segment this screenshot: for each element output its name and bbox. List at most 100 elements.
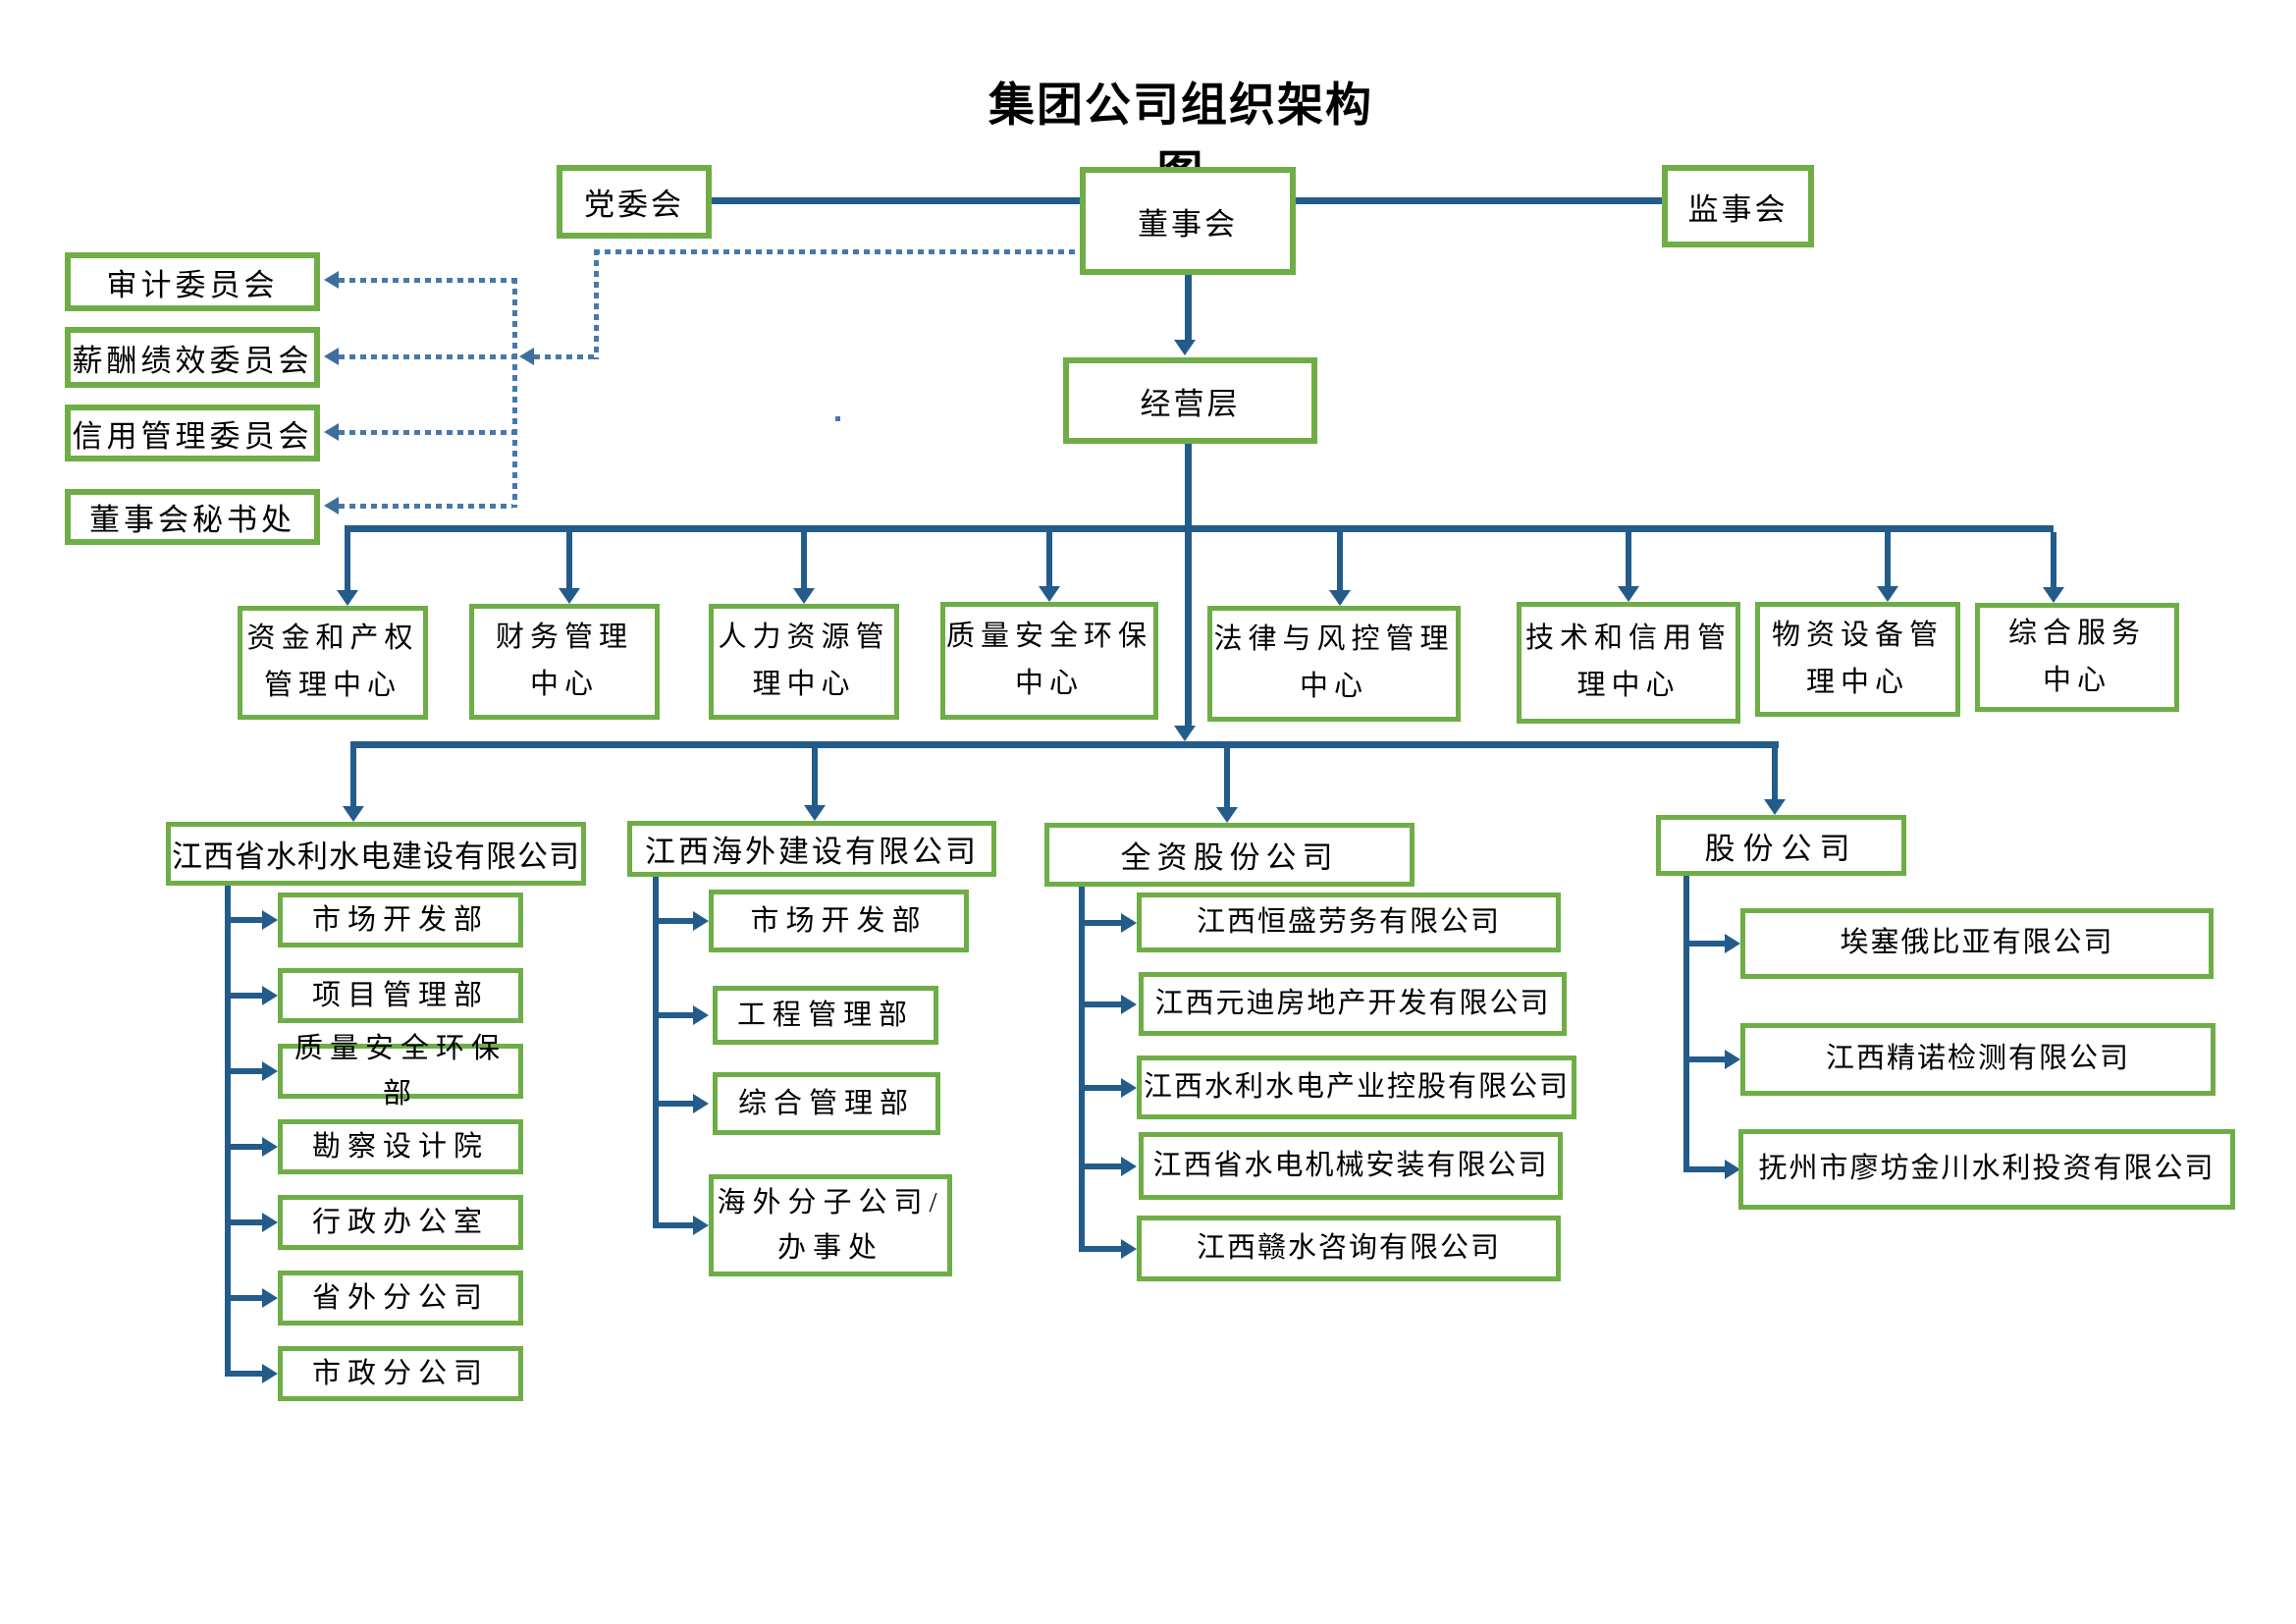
connector-board-management-shaft (1185, 275, 1192, 340)
arrow-right-icon (262, 910, 278, 930)
box-management-layer: 经营层 (1063, 357, 1317, 444)
arrow-right-icon (262, 1364, 278, 1383)
connector-drop (1337, 532, 1343, 590)
arrow-down-icon (1174, 726, 1196, 741)
connector-branch (225, 1068, 262, 1074)
dept-box-market-dev-2: 市场开发部 (709, 890, 969, 952)
connector-branch (1079, 1164, 1121, 1169)
dotted-line-to-secretariat (339, 504, 512, 509)
connector-management-down-shaft (1185, 444, 1192, 726)
arrow-down-icon (804, 805, 826, 821)
arrow-right-icon (1725, 934, 1740, 953)
arrow-right-icon (693, 1005, 709, 1025)
dept-box-general-mgmt: 综合管理部 (713, 1072, 940, 1135)
connector-col2-spine (653, 877, 659, 1225)
dept-box-quality-safety: 质量安全环保部 (278, 1033, 523, 1110)
box-subsidiary-shareholding: 股份公司 (1656, 815, 1906, 876)
box-legal-risk-center: 法律与风控管理 中心 (1207, 606, 1461, 722)
connector-branch (1079, 1001, 1121, 1007)
box-finance-center: 财务管理 中心 (469, 604, 660, 720)
box-subsidiary-jx-overseas: 江西海外建设有限公司 (627, 821, 996, 877)
arrow-right-icon (262, 1213, 278, 1232)
dotted-line-spine (512, 278, 517, 508)
connector-drop (1224, 748, 1230, 807)
connector-drop (350, 748, 356, 806)
arrow-right-icon (1121, 1078, 1137, 1098)
dept-box-engineering-mgmt: 工程管理部 (713, 986, 938, 1045)
connector-branch (653, 1012, 693, 1018)
connector-branch (653, 1101, 693, 1107)
arrow-left-icon (324, 348, 339, 365)
connector-drop (1046, 532, 1052, 586)
arrow-right-icon (262, 1288, 278, 1308)
connector-drop (1772, 748, 1778, 799)
box-audit-committee: 审计委员会 (65, 252, 320, 311)
box-compensation-performance-committee: 薪酬绩效委员会 (65, 327, 320, 388)
arrow-down-icon (793, 588, 815, 604)
dept-box-overseas-branches: 海外分子公司/ 办事处 (709, 1174, 952, 1276)
connector-branch (1683, 1166, 1725, 1172)
dotted-line-junction (534, 354, 594, 359)
connector-party-board (712, 197, 1080, 204)
box-party-committee: 党委会 (557, 165, 712, 239)
arrow-down-icon (1764, 799, 1786, 815)
stray-dot (835, 416, 840, 421)
connector-col3-spine (1079, 887, 1085, 1249)
connector-branch (653, 1222, 693, 1228)
connector-branch (225, 1295, 262, 1301)
connector-branch (1079, 1085, 1121, 1091)
arrow-down-icon (343, 806, 364, 822)
box-subsidiary-jx-water-construction: 江西省水利水电建设有限公司 (166, 822, 586, 886)
dotted-line-down (594, 249, 599, 359)
arrow-down-icon (2043, 587, 2064, 603)
arrow-down-icon (1174, 340, 1196, 355)
box-quality-safety-center: 质量安全环保 中心 (940, 602, 1158, 720)
arrow-right-icon (693, 911, 709, 931)
dept-box-market-dev-1: 市场开发部 (278, 893, 523, 947)
arrow-left-icon (324, 497, 339, 514)
box-credit-management-committee: 信用管理委员会 (65, 405, 320, 461)
arrow-right-icon (1121, 1157, 1137, 1176)
connector-branch (1683, 941, 1725, 947)
connector-subsidiaries-rail (350, 741, 1779, 748)
box-board-of-directors: 董事会 (1080, 167, 1296, 275)
company-box-ethiopia: 埃塞俄比亚有限公司 (1740, 908, 2214, 979)
box-tech-credit-center: 技术和信用管 理中心 (1517, 602, 1740, 724)
arrow-down-icon (1329, 590, 1351, 606)
arrow-left-icon (324, 271, 339, 289)
company-box-jingnuo-testing: 江西精诺检测有限公司 (1740, 1023, 2216, 1096)
connector-branch (225, 993, 262, 999)
arrow-down-icon (337, 590, 358, 606)
arrow-down-icon (1877, 586, 1898, 602)
box-funds-property-center: 资金和产权 管理中心 (238, 606, 428, 720)
arrow-right-icon (1725, 1160, 1740, 1179)
arrow-right-icon (693, 1094, 709, 1113)
arrow-right-icon (1121, 1239, 1137, 1259)
connector-col1-spine (225, 886, 231, 1374)
arrow-right-icon (1725, 1050, 1740, 1069)
company-box-liaofang-jinchuan: 抚州市廖坊金川水利投资有限公司 (1738, 1129, 2235, 1210)
connector-centers-rail (345, 525, 2054, 532)
arrow-right-icon (262, 986, 278, 1005)
connector-branch (1079, 920, 1121, 926)
connector-branch (225, 1144, 262, 1150)
connector-branch (1683, 1056, 1725, 1062)
arrow-left-icon (519, 348, 534, 365)
dotted-line-to-compensation (339, 354, 512, 359)
box-materials-equipment-center: 物资设备管 理中心 (1755, 602, 1960, 717)
arrow-down-icon (1216, 807, 1238, 823)
arrow-left-icon (324, 423, 339, 441)
company-box-industry-holding: 江西水利水电产业控股有限公司 (1137, 1056, 1576, 1119)
arrow-right-icon (262, 1137, 278, 1157)
dotted-line-to-credit (339, 430, 512, 435)
connector-drop (801, 532, 807, 588)
arrow-down-icon (1039, 586, 1060, 602)
connector-branch (225, 917, 262, 923)
connector-branch (1079, 1246, 1121, 1252)
connector-branch (225, 1371, 262, 1377)
arrow-down-icon (559, 588, 580, 604)
connector-drop (566, 532, 572, 588)
arrow-right-icon (693, 1216, 709, 1235)
box-subsidiary-wholly-owned: 全资股份公司 (1044, 823, 1415, 887)
